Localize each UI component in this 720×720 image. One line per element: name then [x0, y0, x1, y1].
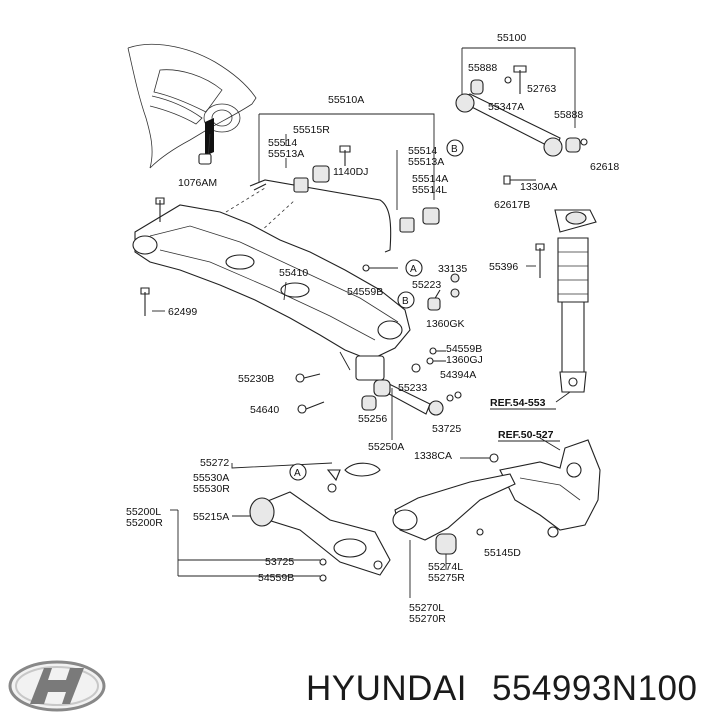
trailing-arm-55270L [392, 453, 516, 598]
car-silhouette [127, 43, 257, 169]
label-62618: 62618 [590, 161, 619, 173]
label-55270L: 55270L [409, 602, 444, 614]
bolt-62499 [140, 287, 165, 316]
label-55223: 55223 [412, 279, 441, 291]
label-54559B-b: 54559B [446, 343, 482, 355]
label-55256: 55256 [358, 413, 387, 425]
marker-a-circle-2 [289, 463, 307, 481]
label-1360GK: 1360GK [426, 318, 465, 330]
label-55100: 55100 [497, 32, 526, 44]
knuckle-ref-50-527 [499, 437, 601, 538]
plug-1076am [198, 153, 212, 165]
label-54559B-c: 54559B [258, 572, 294, 584]
label-1360GJ: 1360GJ [446, 354, 483, 366]
stabilizer-bar-55510A [225, 113, 440, 253]
part-number: 554993N100 [492, 669, 697, 708]
label-54559B-a: 54559B [347, 286, 383, 298]
label-1076AM: 1076AM [178, 177, 217, 189]
label-55396: 55396 [489, 261, 518, 273]
label-55888-b: 55888 [554, 109, 583, 121]
label-55514-b: 55514 [408, 145, 437, 157]
label-55200R: 55200R [126, 517, 163, 529]
bolt-stack [411, 347, 446, 373]
label-55410: 55410 [279, 267, 308, 279]
label-55200L: 55200L [126, 506, 161, 518]
bushing-55223 [427, 297, 441, 311]
marker-a-1: A [410, 264, 417, 275]
label-62617B: 62617B [494, 199, 530, 211]
hyundai-logo [8, 660, 106, 712]
label-53725-b: 53725 [265, 556, 294, 568]
label-53725-a: 53725 [432, 423, 461, 435]
marker-b-circle-1 [446, 139, 464, 157]
label-1330AA: 1330AA [520, 181, 557, 193]
label-55510A: 55510A [328, 94, 364, 106]
label-55888-a: 55888 [468, 62, 497, 74]
label-55275R: 55275R [428, 572, 465, 584]
label-REF54-553: REF.54-553 [490, 397, 546, 409]
label-52763: 52763 [527, 83, 556, 95]
marker-a-2: A [294, 468, 301, 479]
brand-name: HYUNDAI [306, 669, 467, 708]
label-55274L: 55274L [428, 561, 463, 573]
label-62499: 62499 [168, 306, 197, 318]
label-55270R: 55270R [409, 613, 446, 625]
label-55233: 55233 [398, 382, 427, 394]
lower-arm-55200L [170, 462, 391, 582]
marker-b-2: B [402, 296, 409, 307]
bolt-55230B [295, 373, 321, 383]
label-55530A: 55530A [193, 472, 229, 484]
bolt-54640 [297, 401, 325, 414]
label-55513A-a: 55513A [268, 148, 304, 160]
label-55514L: 55514L [412, 184, 447, 196]
label-33135: 33135 [438, 263, 467, 275]
label-54394A: 54394A [440, 369, 476, 381]
label-55530R: 55530R [193, 483, 230, 495]
label-54640: 54640 [250, 404, 279, 416]
label-55515R: 55515R [293, 124, 330, 136]
label-55514-a: 55514 [268, 137, 297, 149]
assist-arm-55100 [455, 47, 588, 185]
label-55230B: 55230B [238, 373, 274, 385]
label-1140DJ: 1140DJ [333, 166, 368, 178]
marker-b-1: B [451, 144, 458, 155]
label-REF50-527: REF.50-527 [498, 429, 554, 441]
label-55272: 55272 [200, 457, 229, 469]
label-55250A: 55250A [368, 441, 404, 453]
crossmember-55410 [132, 197, 411, 381]
shock-absorber-55396 [526, 209, 597, 403]
lateral-arm-55250A [361, 379, 462, 440]
label-55215A: 55215A [193, 511, 229, 523]
label-55145D: 55145D [484, 547, 521, 559]
label-55514A: 55514A [412, 173, 448, 185]
label-55347A: 55347A [488, 101, 524, 113]
stabilizer-link-parts [362, 259, 460, 309]
label-1338CA: 1338CA [414, 450, 452, 462]
label-55513A-b: 55513A [408, 156, 444, 168]
